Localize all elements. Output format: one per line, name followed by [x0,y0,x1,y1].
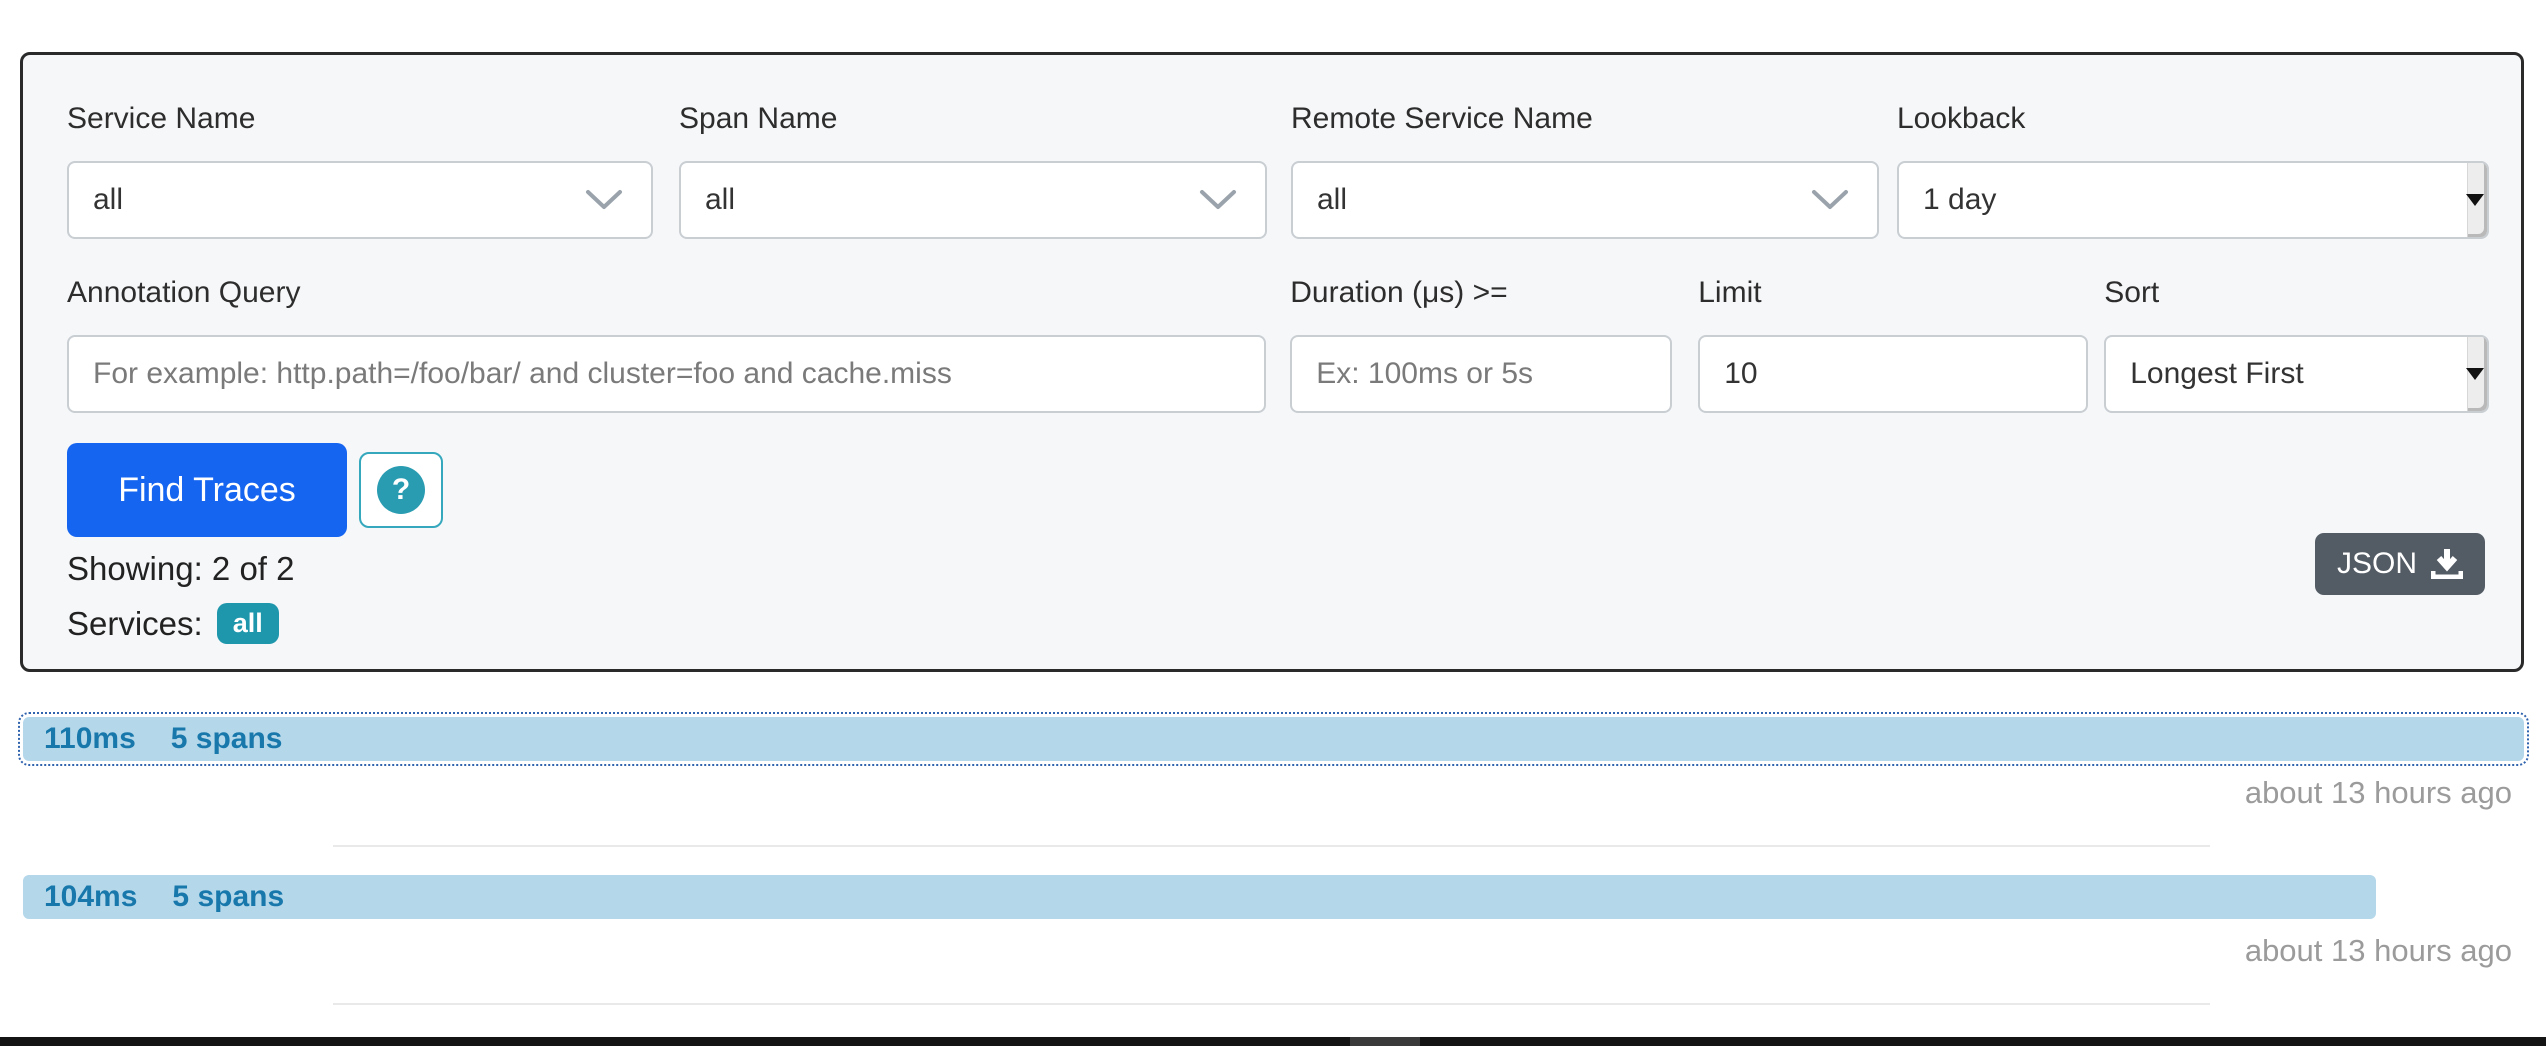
duration-label: Duration (μs) >= [1290,276,1508,309]
help-button[interactable]: ? [359,452,443,528]
divider [333,1003,2210,1005]
field-span-name: Span Name all [679,103,1267,239]
field-limit: Limit [1698,276,2089,413]
field-service-name: Service Name all [67,103,653,239]
remote-service-name-label: Remote Service Name [1291,102,1593,135]
actions-row: Find Traces ? [67,443,2489,537]
lookback-label: Lookback [1897,102,2026,135]
dropdown-arrow-icon [2465,368,2484,380]
annotation-query-label: Annotation Query [67,276,301,309]
duration-input[interactable] [1290,335,1673,413]
divider [333,845,2210,847]
question-icon: ? [377,466,425,514]
form-row-1: Service Name all Span Name all Remote Se… [67,103,2489,239]
services-badge[interactable]: all [216,603,279,644]
trace-duration: 104ms [44,880,138,913]
chevron-down-icon [1811,189,1849,211]
sort-label: Sort [2104,276,2160,309]
select-scrollbar-strip [2465,163,2487,237]
trace-results-list: 110ms 5 spans about 13 hours ago 104ms 5… [18,672,2529,1005]
search-panel: Service Name all Span Name all Remote Se… [20,52,2524,672]
chevron-down-icon [585,189,623,211]
annotation-query-input[interactable] [67,335,1267,413]
field-annotation-query: Annotation Query [67,276,1267,413]
span-name-value: all [705,183,736,216]
chevron-down-icon [1199,189,1237,211]
field-duration: Duration (μs) >= [1290,276,1673,413]
trace-span-count: 5 spans [172,880,285,913]
trace-timestamp: about 13 hours ago [2244,775,2512,810]
json-button-label: JSON [2336,547,2417,580]
lookback-value: 1 day [1923,183,1997,216]
limit-label: Limit [1698,276,1762,309]
trace-duration: 110ms [44,722,136,755]
download-icon [2431,549,2463,579]
sort-select[interactable]: Longest First [2104,335,2489,413]
showing-count: Showing: 2 of 2 [67,550,295,587]
service-name-select[interactable]: all [67,161,653,239]
service-name-value: all [93,183,124,216]
json-download-button[interactable]: JSON [2314,533,2485,595]
services-line: Services: all [67,603,2489,644]
service-name-label: Service Name [67,102,256,135]
find-traces-button[interactable]: Find Traces [67,443,347,537]
bottom-edge-bar [0,1037,2546,1046]
field-lookback: Lookback 1 day [1897,103,2489,239]
span-name-select[interactable]: all [679,161,1267,239]
select-scrollbar-strip [2465,337,2487,411]
limit-input[interactable] [1698,335,2089,413]
field-remote-service-name: Remote Service Name all [1291,103,1879,239]
trace-span-count: 5 spans [170,722,283,755]
services-label: Services: [67,604,203,642]
form-row-2: Annotation Query Duration (μs) >= Limit … [67,277,2489,413]
dropdown-arrow-icon [2465,194,2484,206]
sort-value: Longest First [2130,357,2304,390]
span-name-label: Span Name [679,102,838,135]
trace-timestamp: about 13 hours ago [2244,933,2512,968]
remote-service-name-select[interactable]: all [1291,161,1879,239]
trace-row-bar[interactable]: 110ms 5 spans [18,712,2529,766]
field-sort: Sort Longest First [2104,277,2489,413]
scrollbar-handle[interactable] [1350,1037,1420,1046]
lookback-select[interactable]: 1 day [1897,161,2489,239]
remote-service-name-value: all [1317,183,1348,216]
trace-row-bar[interactable]: 104ms 5 spans [23,875,2377,919]
